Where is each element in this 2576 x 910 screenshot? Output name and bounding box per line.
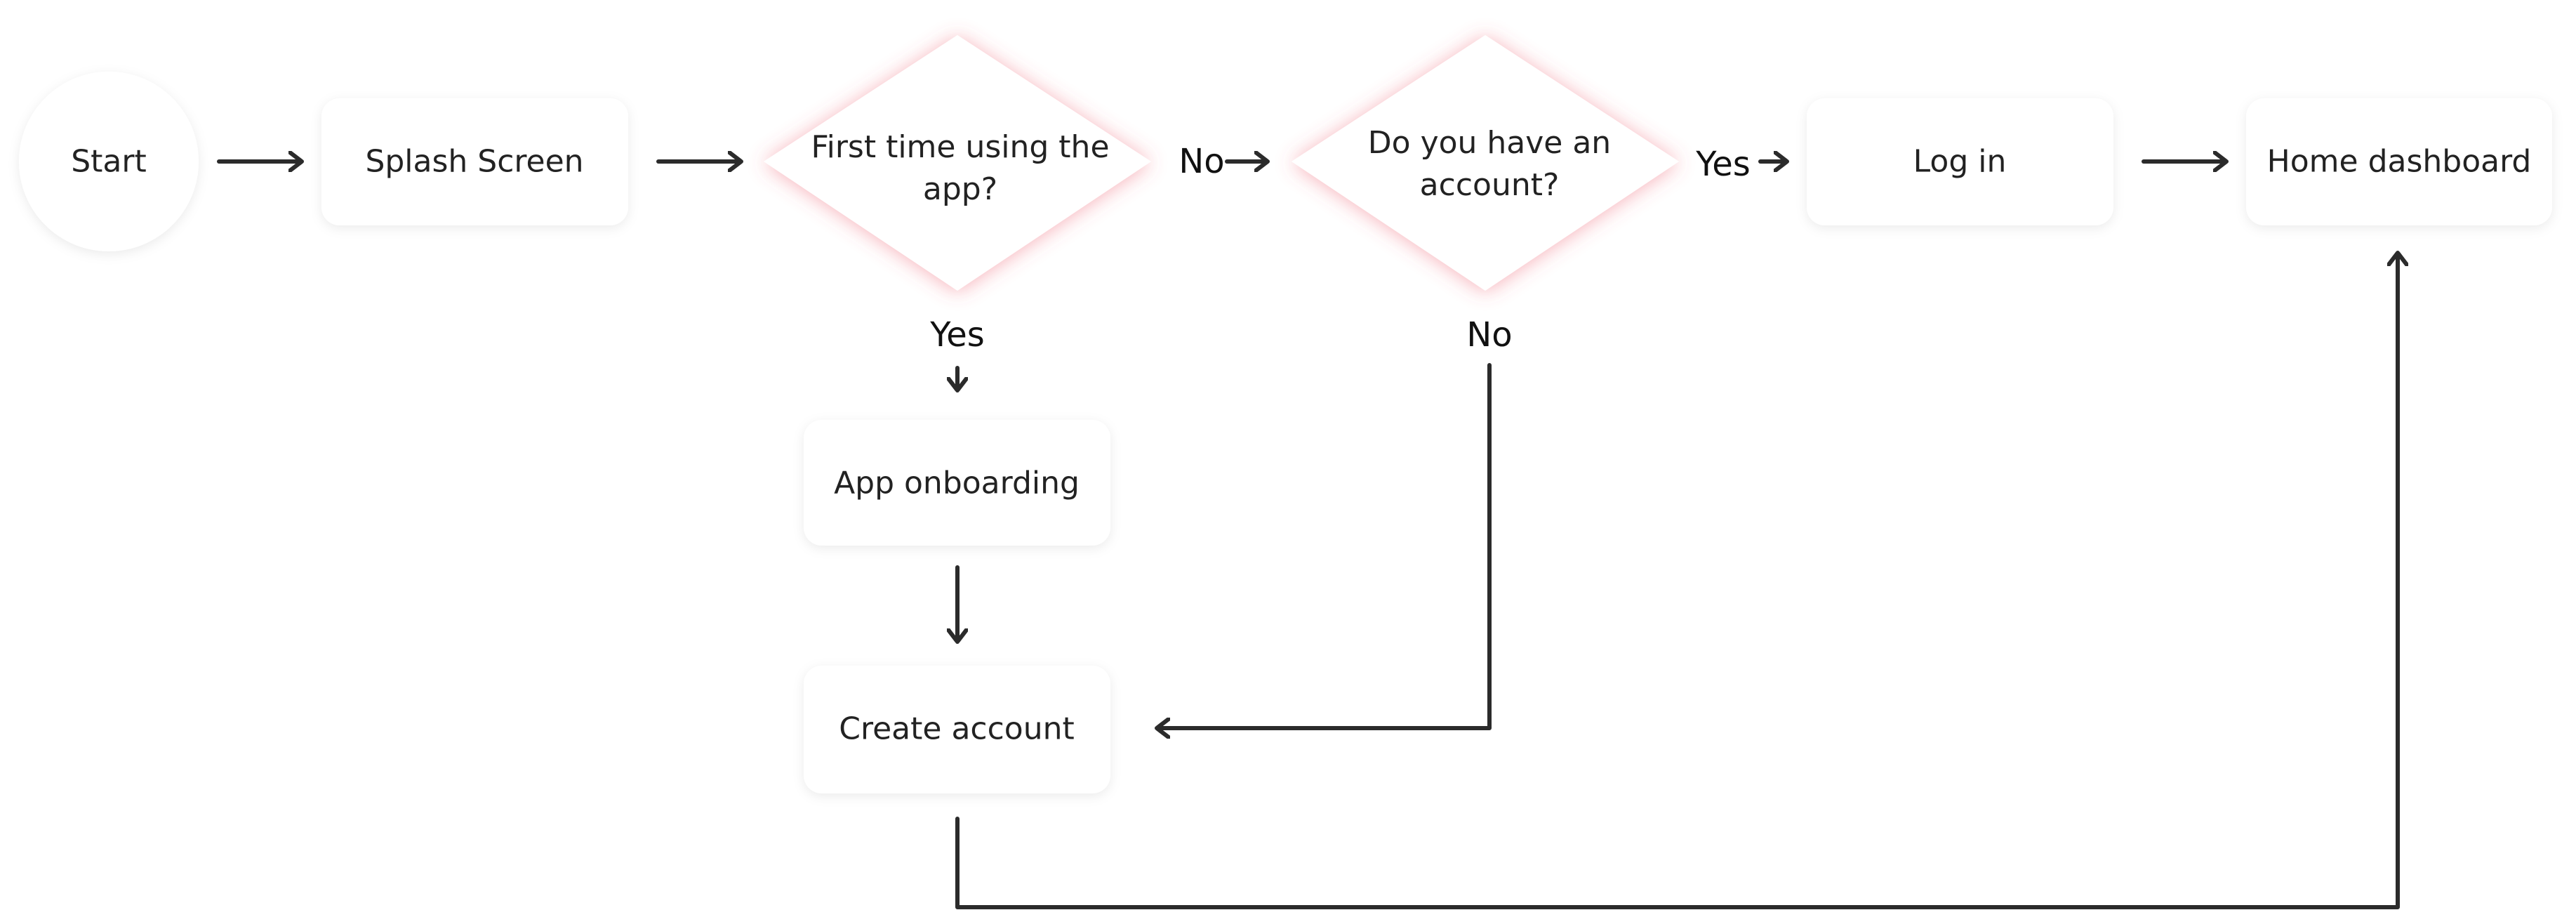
home-dashboard-label: Home dashboard bbox=[2267, 144, 2532, 180]
edges bbox=[217, 161, 2398, 909]
first-time-label-line2: app? bbox=[923, 171, 997, 207]
create-account-box bbox=[804, 666, 1110, 793]
node-splash-screen[interactable]: Splash Screen bbox=[321, 98, 628, 225]
edge-label-first-time-no: No bbox=[1179, 142, 1224, 181]
have-account-label-line2: account? bbox=[1420, 167, 1560, 203]
node-log-in[interactable]: Log in bbox=[1807, 98, 2113, 225]
have-account-diamond bbox=[1292, 35, 1679, 291]
node-create-account[interactable]: Create account bbox=[804, 666, 1110, 793]
node-first-time-decision[interactable]: First time using the app? bbox=[764, 35, 1151, 291]
home-dashboard-box bbox=[2246, 98, 2552, 225]
node-app-onboarding[interactable]: App onboarding bbox=[804, 420, 1110, 546]
app-onboarding-label: App onboarding bbox=[834, 466, 1080, 501]
start-label: Start bbox=[71, 144, 147, 180]
log-in-label: Log in bbox=[1913, 144, 2007, 180]
log-in-box bbox=[1807, 98, 2113, 225]
start-circle bbox=[19, 72, 199, 251]
create-account-label: Create account bbox=[839, 711, 1074, 747]
edge-label-have-account-yes: Yes bbox=[1695, 145, 1750, 184]
have-account-label-line1: Do you have an bbox=[1368, 125, 1611, 161]
splash-screen-label: Splash Screen bbox=[365, 144, 583, 180]
first-time-label-line1: First time using the bbox=[811, 129, 1109, 165]
edge-label-first-time-yes: Yes bbox=[929, 315, 984, 355]
edge-create-account-to-home bbox=[955, 251, 2398, 909]
first-time-diamond bbox=[764, 35, 1151, 291]
node-have-account-decision[interactable]: Do you have an account? bbox=[1292, 35, 1679, 291]
splash-screen-box bbox=[321, 98, 628, 225]
edge-labels: No Yes Yes No bbox=[929, 142, 1750, 355]
node-home-dashboard[interactable]: Home dashboard bbox=[2246, 98, 2552, 225]
edge-label-have-account-no: No bbox=[1466, 315, 1512, 355]
app-onboarding-box bbox=[804, 420, 1110, 546]
node-start[interactable]: Start bbox=[19, 72, 199, 251]
edge-have-account-no-to-create-account bbox=[1155, 363, 1492, 728]
